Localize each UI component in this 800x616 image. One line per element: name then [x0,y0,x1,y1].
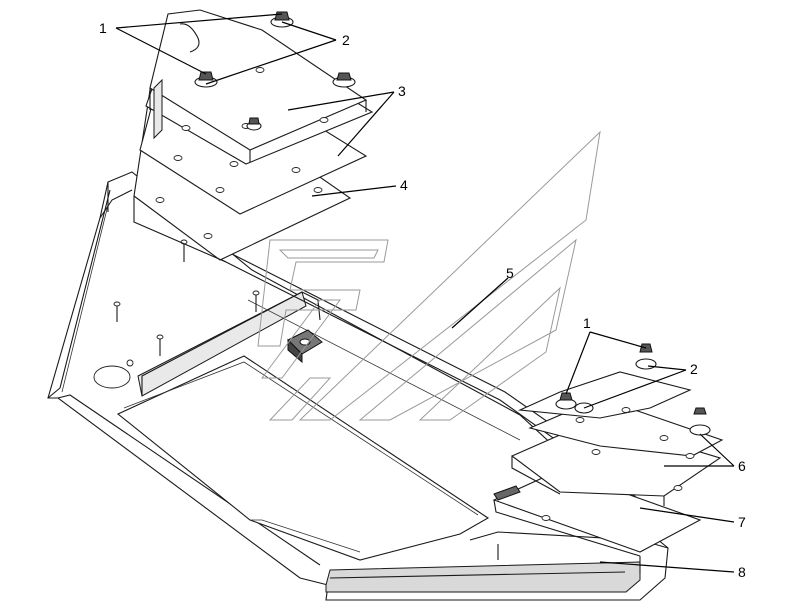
bolts-lower [555,343,711,436]
leader-lines [115,13,735,573]
callout-3: 3 [398,83,406,99]
callout-5: 5 [506,265,514,281]
callout-8: 8 [738,564,746,580]
upper-plate-assembly [133,9,374,263]
callout-labels: 1 2 3 4 5 1 2 6 7 8 [99,20,746,580]
callout-1-top: 1 [99,20,107,36]
callout-2-top: 2 [342,32,350,48]
callout-7: 7 [738,514,746,530]
callout-4: 4 [400,177,408,193]
callout-2-bottom: 2 [690,361,698,377]
callout-6: 6 [738,458,746,474]
watermark-logo [257,130,601,421]
bolts-upper [194,11,356,131]
callout-1-bottom: 1 [583,315,591,331]
